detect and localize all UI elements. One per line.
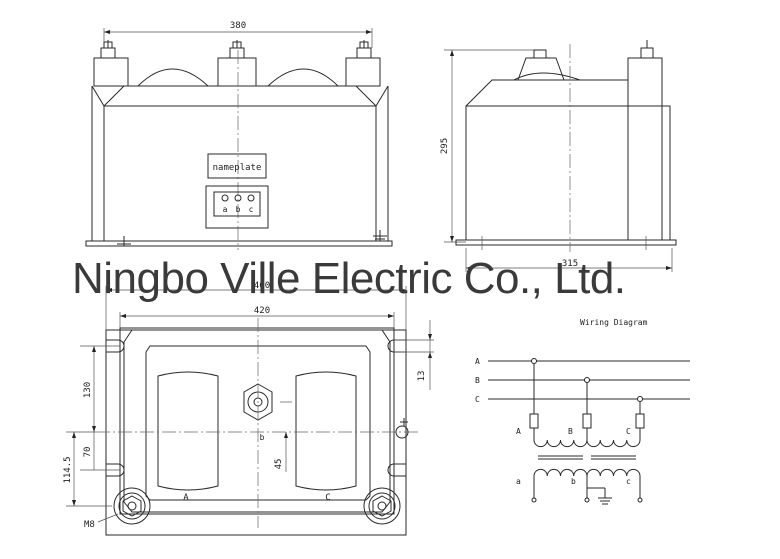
secondary-label-c: c — [626, 477, 631, 486]
terminal-b-label: b — [260, 433, 265, 442]
bolt-size-label: M8 — [84, 520, 95, 530]
front-view: 380 — [85, 21, 393, 250]
nameplate-box — [207, 153, 267, 179]
dim-45-label: 45 — [274, 459, 284, 470]
dim-130-label: 130 — [83, 382, 93, 398]
bolt-icon — [363, 487, 401, 525]
fuse-c — [635, 413, 645, 429]
secondary-coil-ab — [533, 468, 588, 477]
phase-label-a: A — [475, 357, 480, 366]
window-c-label: C — [325, 493, 330, 503]
secondary-coil-bc — [586, 468, 641, 477]
primary-label-c: C — [626, 427, 631, 436]
side-view: 295 315 — [440, 40, 677, 272]
secondary-label-b: b — [571, 477, 576, 486]
ground-icon — [373, 230, 387, 241]
fuse-b — [582, 413, 592, 429]
company-watermark: Ningbo Ville Electric Co., Ltd. — [72, 254, 626, 303]
window-a-label: A — [183, 493, 189, 503]
phase-label-b: B — [475, 376, 480, 385]
dim-13-label: 13 — [417, 371, 427, 382]
secondary-label-a: a — [516, 477, 521, 486]
bolt-icon — [113, 487, 151, 525]
terminal-label-b: b — [236, 205, 241, 214]
height-dim-label: 295 — [440, 138, 450, 154]
width-dim-label: 380 — [230, 21, 246, 31]
primary-label-b: B — [568, 427, 573, 436]
plan-view: 460 420 A C b — [63, 281, 434, 536]
dim-70-label: 70 — [83, 447, 93, 458]
inner-width-dim-label: 420 — [254, 306, 270, 316]
primary-label-a: A — [516, 427, 521, 436]
ground-icon — [598, 497, 612, 505]
nameplate-label: nameplate — [213, 163, 262, 173]
primary-coil-ab — [533, 439, 588, 448]
ground-icon — [117, 236, 131, 246]
outer-width-dim-label: 460 — [254, 281, 270, 291]
terminal-label-c: c — [249, 205, 254, 214]
phase-label-c: C — [475, 395, 480, 404]
primary-coil-bc — [586, 439, 641, 448]
depth-dim-label: 315 — [562, 259, 578, 269]
fuse-a — [529, 413, 539, 429]
wiring-diagram: Wiring Diagram A B C A B C — [475, 318, 690, 505]
terminal-label-a: a — [223, 205, 228, 214]
dim-114-5-label: 114.5 — [63, 456, 73, 483]
wiring-title: Wiring Diagram — [580, 318, 648, 327]
secondary-terminal-box — [205, 185, 269, 229]
